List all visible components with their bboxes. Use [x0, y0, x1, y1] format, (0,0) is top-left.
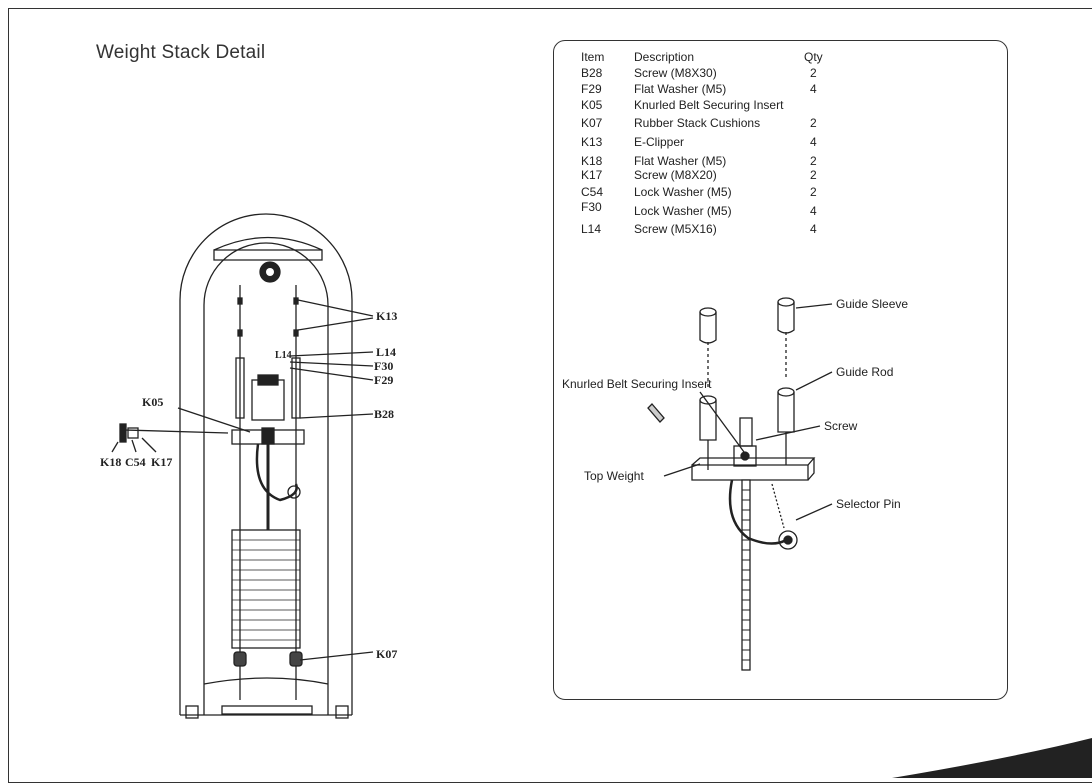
table-row-item: B28: [581, 66, 603, 80]
cushion-left: [233, 651, 247, 667]
table-row-description: Lock Washer (M5): [634, 204, 732, 218]
callout-k18: K18: [100, 455, 121, 469]
table-row-item: K18: [581, 154, 603, 168]
table-row-description: Knurled Belt Securing Insert: [634, 98, 784, 112]
table-row-item: C54: [581, 185, 604, 199]
table-row-qty: 4: [810, 135, 817, 149]
table-row-qty: 2: [810, 185, 817, 199]
callout-k13: K13: [376, 309, 397, 323]
table-row-description: Screw (M8X30): [634, 66, 717, 80]
table-row-item: K13: [581, 135, 603, 149]
callout-screw: Screw: [824, 419, 858, 433]
weight-plates: [231, 529, 301, 649]
table-row-item: F30: [581, 200, 602, 214]
callout-knurled-insert: Knurled Belt Securing Insert: [562, 377, 712, 391]
table-row-description: E-Clipper: [634, 135, 685, 149]
table-row-description: Screw (M8X20): [634, 168, 717, 182]
table-row-description: Flat Washer (M5): [634, 154, 727, 168]
table-row-qty: 2: [810, 116, 817, 130]
table-row-item: K17: [581, 168, 603, 182]
table-row-qty: 2: [810, 154, 817, 168]
table-row-item: L14: [581, 222, 602, 236]
table-row-qty: 4: [810, 204, 817, 218]
table-row-description: Screw (M5X16): [634, 222, 717, 236]
table-row-item: K05: [581, 98, 603, 112]
page-title: Weight Stack Detail: [96, 42, 266, 63]
callout-k17: K17: [151, 455, 172, 469]
frame-outer-arch: [179, 213, 353, 715]
table-row-qty: 4: [810, 82, 817, 96]
callout-selector-pin: Selector Pin: [836, 497, 901, 511]
callout-k07: K07: [376, 647, 397, 661]
callout-f30: F30: [374, 359, 393, 373]
table-row-item: F29: [581, 82, 602, 96]
callout-k05: K05: [142, 395, 163, 409]
table-row-description: Rubber Stack Cushions: [634, 116, 761, 130]
corner-swoosh-graphic: [892, 738, 1092, 778]
callout-f29: F29: [374, 373, 393, 387]
callout-l14-small: L14: [275, 350, 292, 361]
parts-list-box: [553, 40, 1008, 700]
table-row-qty: 2: [810, 168, 817, 182]
callout-guide-rod: Guide Rod: [836, 365, 893, 379]
cushion-right: [289, 651, 303, 667]
callout-b28: B28: [374, 407, 394, 421]
table-row-qty: 2: [810, 66, 817, 80]
callout-l14: L14: [376, 345, 396, 359]
callout-top-weight: Top Weight: [584, 469, 644, 483]
table-header-qty: Qty: [804, 50, 823, 64]
table-header-item: Item: [581, 50, 605, 64]
frame-inner-arch: [203, 242, 329, 715]
table-row-item: K07: [581, 116, 603, 130]
table-header-description: Description: [634, 50, 695, 64]
table-row-description: Lock Washer (M5): [634, 185, 732, 199]
table-row-qty: 4: [810, 222, 817, 236]
callout-c54: C54: [125, 455, 146, 469]
callout-guide-sleeve: Guide Sleeve: [836, 297, 908, 311]
table-row-description: Flat Washer (M5): [634, 82, 727, 96]
